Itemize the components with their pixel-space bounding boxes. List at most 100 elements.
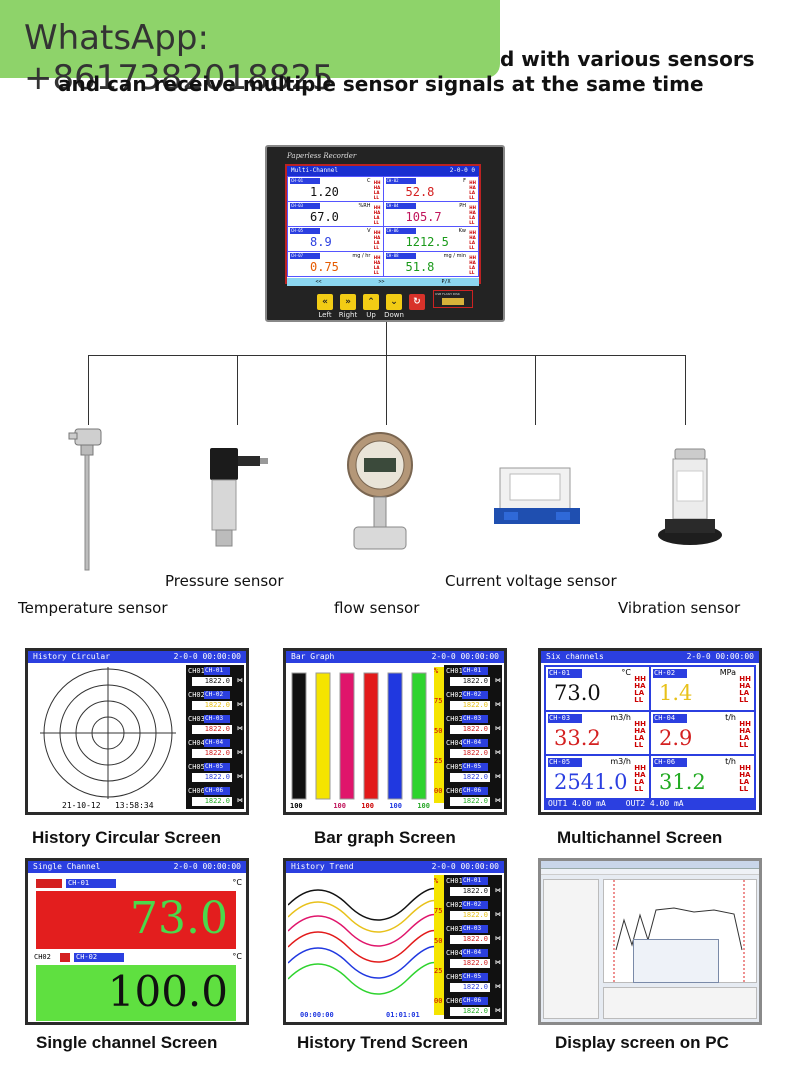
wire-drop-current — [535, 355, 536, 425]
ch2-value-panel: 100.0 — [36, 965, 236, 1021]
bar-scale-tick: % — [434, 667, 439, 675]
side-channel-label: CH02 — [446, 901, 463, 909]
bar-scale: % 75 50 25 00 — [434, 667, 448, 795]
side-alarm-icon: ⋈ — [495, 773, 501, 780]
side-alarm-icon: ⋈ — [237, 701, 243, 708]
single-channel-title: Single Channel — [33, 862, 101, 871]
side-alarm-icon: ⋈ — [495, 797, 501, 804]
multichannel-tag: CH-05 — [548, 758, 582, 768]
trend-scale-tick: 50 — [434, 937, 443, 945]
side-channel-tag: CH-04 — [204, 739, 230, 747]
paperless-recorder-device: Paperless Recorder Multi-Channel 2-0-0 0… — [265, 145, 505, 322]
side-alarm-icon: ⋈ — [237, 773, 243, 780]
whatsapp-badge: WhatsApp: +8617382018825 — [0, 0, 500, 98]
multichannel-title: Six channels — [546, 652, 604, 661]
device-nav-page[interactable]: P/X — [441, 279, 451, 285]
device-buttons: « » ⌃ ⌄ ↻ — [317, 294, 425, 310]
bar-scale-tick: 75 — [434, 697, 443, 705]
side-channel-value: 1822.0 — [450, 1007, 490, 1016]
device-channel-tag: CH-06 — [385, 228, 416, 234]
temperature-sensor-label: Temperature sensor — [18, 599, 168, 617]
ch2-unit: °C — [232, 952, 242, 961]
history-circular-caption: History Circular Screen — [32, 828, 221, 847]
output-1: OUT1 4.00 mA — [548, 799, 606, 808]
vibration-sensor-image — [658, 448, 722, 545]
pc-toolbar — [541, 869, 759, 875]
device-channel-tag: CH-07 — [290, 253, 320, 259]
device-button-left[interactable]: « — [317, 294, 333, 310]
history-circular-date: 2-0-0 00:00:00 — [173, 652, 241, 661]
side-alarm-icon: ⋈ — [495, 887, 501, 894]
trend-scale: % 75 50 25 00 — [434, 877, 448, 1005]
side-channel-tag: CH-02 — [204, 691, 230, 699]
trend-scale-tick: 00 — [434, 997, 443, 1005]
pc-software-window — [541, 861, 759, 1022]
multichannel-value: 1.4 — [659, 681, 693, 705]
pc-display-screen — [538, 858, 762, 1025]
pc-display-caption: Display screen on PC — [555, 1033, 729, 1052]
side-channel-label: CH06 — [446, 997, 463, 1005]
device-channel-unit: mg / hr — [352, 253, 371, 259]
history-trend-header: History Trend 2-0-0 00:00:00 — [286, 861, 504, 873]
multichannel-header: Six channels 2-0-0 00:00:00 — [541, 651, 759, 663]
device-channel-value: 1.20 — [310, 185, 339, 199]
device-screen-title: Multi-Channel — [291, 167, 338, 174]
side-channel-value: 1822.0 — [450, 797, 490, 806]
current-voltage-sensor-label: Current voltage sensor — [445, 572, 617, 590]
side-channel-label: CH02 — [446, 691, 463, 699]
device-nav-prev[interactable]: << — [315, 279, 322, 285]
side-alarm-icon: ⋈ — [237, 725, 243, 732]
device-button-right[interactable]: » — [340, 294, 356, 310]
side-channel-label: CH05 — [446, 763, 463, 771]
side-channel-value: 1822.0 — [192, 773, 232, 782]
device-button-label: Down — [384, 311, 404, 319]
wire-trunk — [386, 322, 387, 356]
side-channel-label: CH05 — [188, 763, 205, 771]
pc-left-panel — [543, 879, 599, 1019]
side-channel-tag: CH-06 — [462, 997, 488, 1005]
device-button-down[interactable]: ⌄ — [386, 294, 402, 310]
device-button-reset[interactable]: ↻ — [409, 294, 425, 310]
side-alarm-icon: ⋈ — [237, 797, 243, 804]
side-channel-value: 1822.0 — [192, 725, 232, 734]
temperature-sensor-image — [68, 428, 102, 571]
multichannel-value: 33.2 — [554, 725, 601, 750]
side-channel-value: 1822.0 — [450, 677, 490, 686]
side-alarm-icon: ⋈ — [495, 911, 501, 918]
wire-drop-temperature — [88, 355, 89, 425]
side-channel-tag: CH-05 — [462, 973, 488, 981]
side-channel-label: CH01 — [446, 667, 463, 675]
device-nav-next[interactable]: >> — [378, 279, 385, 285]
side-channel-value: 1822.0 — [450, 935, 490, 944]
pc-dialog — [633, 939, 719, 983]
flow-sensor-label: flow sensor — [334, 599, 420, 617]
side-channel-value: 1822.0 — [450, 701, 490, 710]
side-channel-value: 1822.0 — [192, 749, 232, 758]
side-channel-tag: CH-03 — [204, 715, 230, 723]
bar-graph-screen: Bar Graph 2-0-0 00:00:00 % 75 50 25 00 1… — [283, 648, 507, 815]
side-channel-tag: CH-04 — [462, 739, 488, 747]
device-channel-value: 67.0 — [310, 210, 339, 224]
side-alarm-icon: ⋈ — [495, 935, 501, 942]
device-button-up[interactable]: ⌃ — [363, 294, 379, 310]
device-channel-unit: V — [367, 228, 371, 234]
